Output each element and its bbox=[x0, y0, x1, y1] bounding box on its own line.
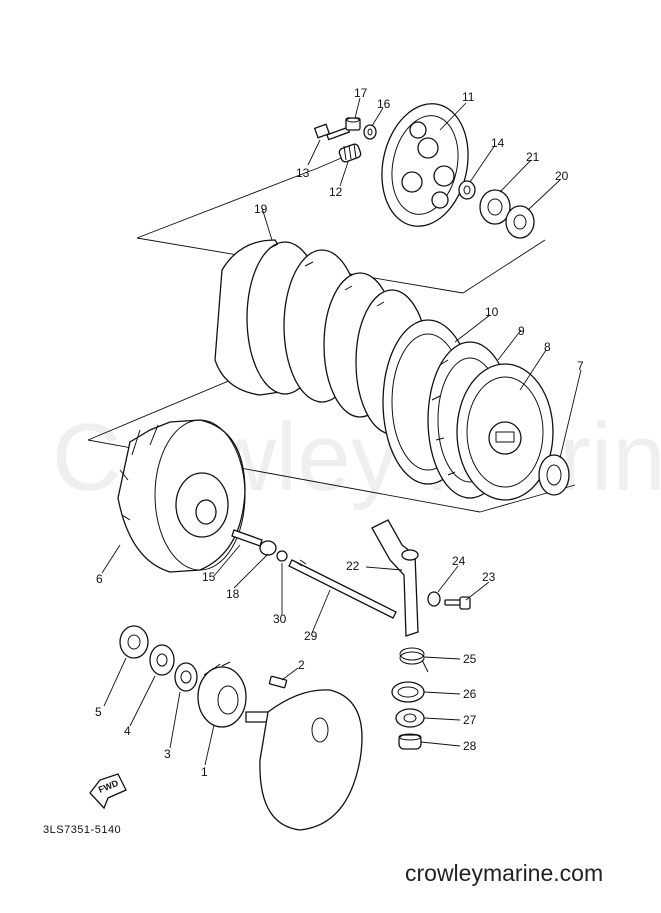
callout-26: 26 bbox=[463, 687, 477, 701]
lock-washer-4-part bbox=[149, 644, 175, 676]
bolt-23-part bbox=[444, 596, 471, 610]
spring-12-part bbox=[338, 143, 362, 163]
callout-4: 4 bbox=[124, 724, 131, 738]
callout-3: 3 bbox=[164, 747, 171, 761]
thrust-washer-7-part bbox=[538, 454, 570, 496]
ball-30-part bbox=[276, 550, 288, 562]
callout-25: 25 bbox=[463, 652, 477, 666]
washer-24-part bbox=[427, 591, 441, 607]
callout-23: 23 bbox=[482, 570, 496, 584]
callout-21: 21 bbox=[526, 150, 540, 164]
callout-28: 28 bbox=[463, 739, 477, 753]
callout-7: 7 bbox=[577, 359, 584, 373]
callout-11: 11 bbox=[462, 90, 475, 104]
callout-29: 29 bbox=[304, 629, 318, 643]
nut-21-part bbox=[479, 189, 511, 225]
drawing-code: 3LS7351-5140 bbox=[43, 824, 121, 836]
callout-13: 13 bbox=[296, 166, 310, 180]
callout-24: 24 bbox=[452, 554, 466, 568]
circlip-26-part bbox=[391, 681, 425, 703]
callout-5: 5 bbox=[95, 705, 102, 719]
primary-drive-gear-1-part bbox=[197, 661, 247, 728]
callout-30: 30 bbox=[273, 612, 287, 626]
fwd-arrow-icon bbox=[89, 773, 127, 810]
callout-9: 9 bbox=[518, 324, 525, 338]
spring-25-part bbox=[399, 647, 429, 673]
oil-seal-27-part bbox=[395, 708, 425, 728]
callout-8: 8 bbox=[544, 340, 551, 354]
callout-6: 6 bbox=[96, 572, 103, 586]
callout-22: 22 bbox=[346, 559, 360, 573]
callout-16: 16 bbox=[377, 97, 391, 111]
callout-27: 27 bbox=[463, 713, 477, 727]
washer-16-part bbox=[363, 124, 377, 140]
nut-5-part bbox=[119, 625, 149, 659]
clutch-housing-6-part bbox=[117, 419, 246, 573]
push-rod-15-part bbox=[231, 529, 277, 556]
washer-14-part bbox=[458, 180, 476, 200]
bearing-28-part bbox=[398, 733, 422, 750]
driven-gear-8-part bbox=[456, 363, 554, 501]
callout-2: 2 bbox=[298, 658, 305, 672]
lock-washer-20-part bbox=[505, 205, 535, 239]
callout-20: 20 bbox=[555, 169, 569, 183]
push-lever-22-part bbox=[371, 519, 419, 637]
callout-17: 17 bbox=[354, 86, 368, 100]
site-link[interactable]: crowleymarine.com bbox=[405, 860, 603, 886]
callout-15: 15 bbox=[202, 570, 216, 584]
callout-10: 10 bbox=[485, 305, 499, 319]
callout-12: 12 bbox=[329, 185, 343, 199]
pressure-plate-part bbox=[381, 103, 469, 227]
bolt-13-part bbox=[313, 123, 351, 141]
callout-19: 19 bbox=[254, 202, 268, 216]
key-2-part bbox=[268, 675, 288, 689]
washer-3-part bbox=[174, 662, 198, 692]
push-rod-29-part bbox=[288, 559, 397, 619]
leader-lines bbox=[101, 97, 582, 766]
callout-14: 14 bbox=[491, 136, 505, 150]
callout-1: 1 bbox=[201, 765, 208, 779]
nut-17-part bbox=[345, 117, 361, 131]
shaft-rotor-part bbox=[245, 689, 363, 831]
callout-18: 18 bbox=[226, 587, 240, 601]
